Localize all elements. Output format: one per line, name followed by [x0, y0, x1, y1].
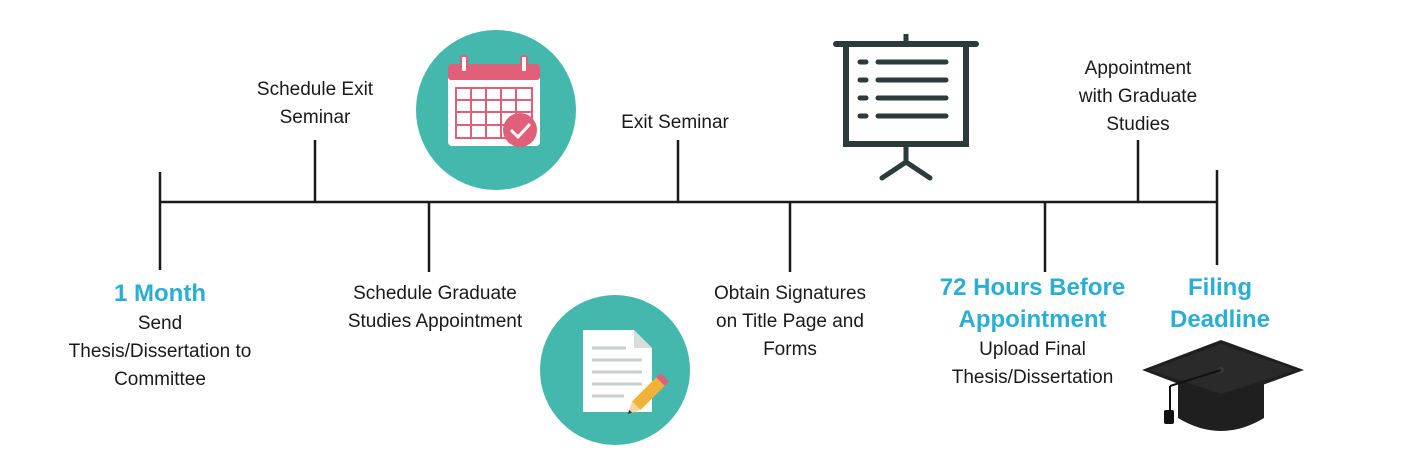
milestone-headline: 1 Month [114, 280, 206, 307]
milestone-exit-seminar: Exit Seminar [600, 109, 750, 137]
document-pencil-icon [540, 295, 690, 445]
graduation-cap-icon [1142, 340, 1304, 431]
milestone-text: Exit Seminar [621, 112, 729, 133]
presentation-board-icon [833, 34, 979, 181]
calendar-check-icon [416, 30, 576, 190]
